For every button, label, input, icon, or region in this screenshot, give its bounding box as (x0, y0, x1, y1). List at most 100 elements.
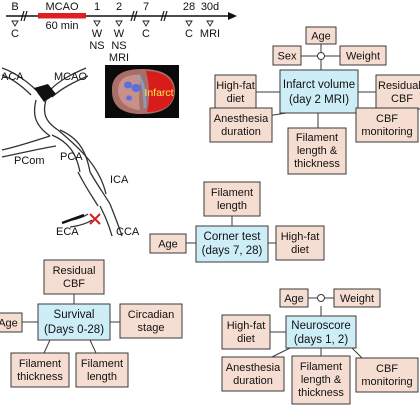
test-label: C (142, 28, 150, 40)
outcome-survival-title: Survival (54, 309, 95, 321)
eca-vessel (69, 219, 93, 228)
factor-filament-thickness (10, 352, 70, 388)
pcom-label: PCom (14, 155, 45, 167)
outcome-infarct-volume (279, 69, 359, 114)
filament-insertion (61, 213, 85, 225)
factor-age (305, 26, 337, 45)
mri-image: Infarct (105, 65, 179, 118)
factor-weight-label: Weight (340, 293, 374, 305)
factor-label-line: monitoring (361, 126, 412, 138)
pcom-vessel (1, 145, 57, 158)
filament-path (57, 129, 107, 195)
factor-label-line: Filament (211, 187, 253, 199)
factor-anesthesia-duration (221, 356, 285, 392)
factor-label-line: High-fat (281, 231, 320, 243)
factor-label-line: Anesthesia (214, 113, 269, 125)
ica-upper-vessel (43, 99, 59, 131)
factor-label-line: CBF (391, 93, 413, 105)
factor-age (149, 233, 187, 254)
factor-high-fat-diet (275, 225, 325, 261)
pca-vessel (59, 129, 91, 173)
cluster-infarct-volume: Age Sex Weight Infarct volume (day 2 MRI… (209, 26, 420, 175)
factor-filament-length (203, 181, 261, 217)
outcome-survival-timing: (Days 0-28) (44, 324, 104, 336)
tick-label-day1: 1 (94, 1, 100, 13)
factor-label-line: thickness (17, 371, 63, 383)
factor-residual-cbf (375, 74, 420, 110)
ica-vessel (89, 171, 111, 205)
factor-residual-cbf (43, 259, 105, 295)
factor-label-line: Anesthesia (226, 362, 281, 374)
test-label: NS (111, 40, 126, 52)
marker-triangle-icon (142, 20, 150, 27)
junction-node (317, 52, 325, 60)
factor-label-line: diet (237, 333, 255, 345)
outcome-infarct-timing: (day 2 MRI) (289, 94, 349, 106)
factor-label-line: CBF (376, 363, 398, 375)
test-label: W (114, 28, 125, 40)
tick-label-b: B (11, 1, 18, 13)
ica-label: ICA (110, 174, 129, 186)
factor-label-line: monitoring (361, 376, 412, 388)
pcom-vessel (1, 135, 51, 151)
marker-triangle-icon (93, 20, 101, 27)
factor-age-label: Age (0, 318, 18, 330)
factor-cbf-monitoring (355, 357, 419, 393)
marker-triangle-icon (115, 20, 123, 27)
factor-label-line: Filament (19, 358, 61, 370)
cluster-survival: Residual CBF Age Survival (Days 0-28) Ci… (0, 259, 183, 388)
factor-label-line: High-fat (227, 320, 266, 332)
tick-label-mcao: MCAO (46, 1, 79, 13)
ventricle (131, 84, 141, 92)
pca-label: PCA (60, 151, 83, 163)
outcome-neuroscore (285, 315, 357, 349)
factor-age-label: Age (284, 293, 304, 305)
factor-sex (272, 45, 302, 66)
outcome-survival (37, 303, 111, 341)
factor-age (0, 312, 23, 333)
pca-vessel (51, 134, 81, 173)
factor-label-line: diet (291, 244, 309, 256)
marker-triangle-icon (11, 20, 19, 27)
factor-cbf-monitoring (355, 107, 419, 143)
factor-label-line: diet (227, 93, 245, 105)
factor-label-line: Circadian (128, 309, 174, 321)
factor-anesthesia-duration (209, 107, 273, 143)
cluster-neuroscore: Age Weight High-fat diet Neuroscore (day… (221, 288, 419, 405)
timeline-arrow-icon (228, 12, 237, 20)
factor-weight (339, 45, 387, 66)
factor-label-line: High-fat (216, 80, 255, 92)
factor-filament-length-thickness (287, 127, 347, 175)
cca-vessel (99, 205, 113, 237)
factor-label-line: length & (301, 374, 342, 386)
mca-vessel (49, 67, 87, 91)
outcome-corner-timing: (days 7, 28) (202, 245, 263, 257)
factor-high-fat-diet (221, 314, 271, 350)
ventricle (126, 95, 132, 101)
factor-label-line: Filament (300, 361, 342, 373)
factor-label-line: thickness (298, 387, 344, 399)
factor-age (279, 288, 309, 308)
factor-weight-label: Weight (346, 51, 380, 63)
cca-label: CCA (116, 226, 140, 238)
factor-label-line: duration (221, 126, 261, 138)
factor-label-line: length (87, 371, 117, 383)
test-label: W (92, 28, 103, 40)
penumbra-edge (136, 74, 147, 109)
factor-label-line: Residual (378, 80, 420, 92)
vessel-sketch: ACA MCAO PCom PCA ICA ECA CCA (1, 67, 140, 238)
axis-break-marks (20, 10, 168, 22)
duration-label: 60 min (45, 20, 78, 32)
factor-label-line: CBF (376, 113, 398, 125)
test-label: NS (89, 40, 104, 52)
tick-label-day2: 2 (116, 1, 122, 13)
tick-label-day28: 28 (183, 1, 195, 13)
factor-circadian-stage (119, 303, 183, 339)
factor-label-line: duration (233, 375, 273, 387)
aca-vessel (1, 74, 32, 96)
factor-label-line: length (217, 200, 247, 212)
factor-label-line: Filament (81, 358, 123, 370)
junction-node (317, 294, 325, 302)
brain-left-hemisphere (118, 74, 140, 110)
